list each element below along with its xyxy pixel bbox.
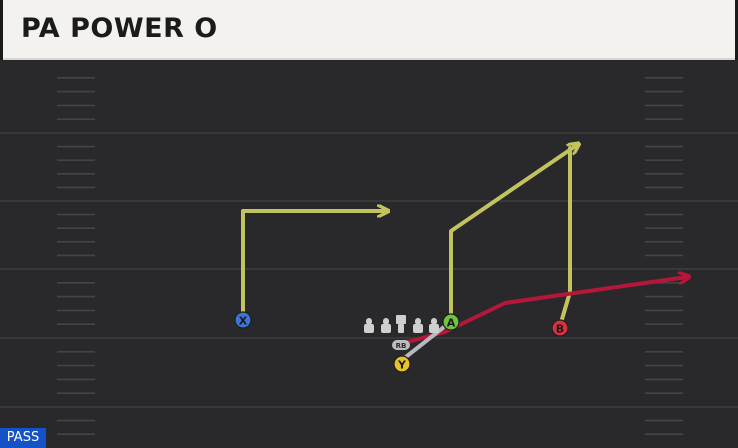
lineman-icon [364, 318, 374, 333]
route-a [449, 145, 577, 322]
play-title: PA POWER O [21, 13, 218, 44]
lineman-icon [381, 318, 391, 333]
player-b[interactable]: B [551, 319, 569, 337]
center-icon [396, 315, 406, 333]
header-bar: PA POWER O [0, 0, 738, 60]
route-rb-highlight [398, 277, 687, 346]
lineman-icon [429, 318, 439, 333]
play-type-badge: PASS [0, 428, 46, 448]
player-b-label: B [556, 323, 564, 336]
offensive-line [364, 315, 439, 333]
player-rb-label: RB [396, 342, 407, 350]
player-y-label: Y [397, 359, 407, 372]
lineman-icon [413, 318, 423, 333]
yard-lines [0, 132, 738, 408]
player-a[interactable]: A [442, 313, 460, 331]
player-x[interactable]: X [234, 311, 252, 329]
player-y[interactable]: Y [393, 355, 411, 373]
title-card: PA POWER O [3, 0, 735, 60]
player-a-label: A [447, 317, 456, 330]
hash-marks [57, 77, 683, 436]
route-x [241, 211, 386, 320]
player-rb[interactable]: RB [392, 340, 410, 350]
player-x-label: X [239, 315, 248, 328]
